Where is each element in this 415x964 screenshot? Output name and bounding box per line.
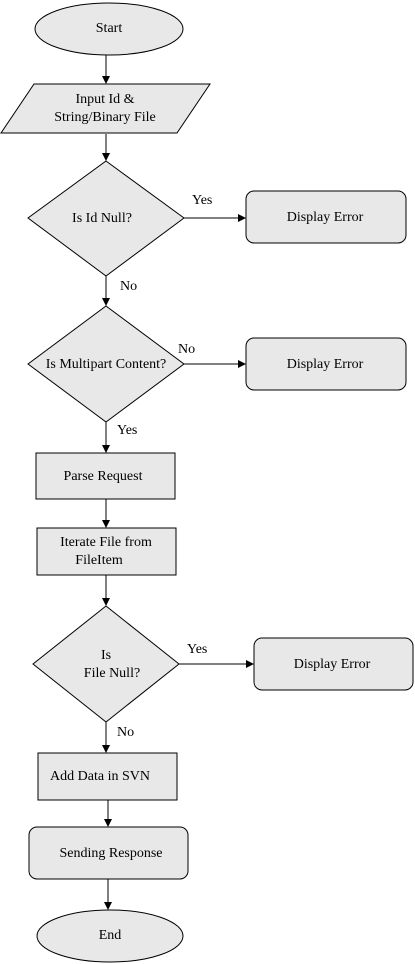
multipart-label: Is Multipart Content? <box>46 357 167 372</box>
multipart-decision: Is Multipart Content? <box>27 305 185 423</box>
arrowhead-idnull <box>102 153 110 161</box>
id-null-yes-label: Yes <box>192 193 212 208</box>
parse-request-node: Parse Request <box>35 452 176 500</box>
input-label-line1: Input Id & <box>75 92 134 107</box>
sending-response-node: Sending Response <box>28 826 189 880</box>
end-terminator-shape <box>36 909 184 963</box>
file-null-label-line1: Is <box>101 648 111 663</box>
file-null-no-label: No <box>117 725 134 740</box>
id-null-diamond-shape <box>27 160 185 277</box>
display-error-2-label: Display Error <box>287 357 364 372</box>
sending-response-box <box>28 826 189 880</box>
start-node: Start <box>34 2 184 56</box>
display-error-3-label: Display Error <box>294 657 371 672</box>
end-node: End <box>36 909 184 963</box>
arrowhead-multipart <box>102 298 110 306</box>
multipart-yes-label: Yes <box>117 423 137 438</box>
arrowhead-error-3 <box>246 660 254 668</box>
end-label: End <box>99 928 122 943</box>
connectors <box>102 55 254 910</box>
id-null-decision: Is Id Null? <box>27 160 185 277</box>
arrowhead-adddata <box>102 745 110 753</box>
arrowhead-parse <box>102 445 110 453</box>
parse-request-box <box>35 452 176 500</box>
add-data-node: Add Data in SVN <box>37 752 178 801</box>
display-error-3-box <box>253 637 414 691</box>
parse-request-label: Parse Request <box>64 469 143 484</box>
sending-response-label: Sending Response <box>59 846 162 861</box>
file-null-yes-label: Yes <box>187 642 207 657</box>
add-data-box <box>37 752 178 801</box>
id-null-no-label: No <box>120 279 137 294</box>
arrowhead-input <box>102 76 110 84</box>
iterate-label-line2: FileItem <box>75 553 123 568</box>
input-node: Input Id & String/Binary File <box>0 83 211 134</box>
iterate-label-line1: Iterate File from <box>60 535 152 550</box>
iterate-box <box>36 527 177 576</box>
start-terminator-shape <box>34 2 184 56</box>
id-null-label: Is Id Null? <box>72 211 132 226</box>
file-null-decision: Is File Null? <box>32 605 180 723</box>
input-parallelogram-shape <box>0 83 211 134</box>
arrowhead-response <box>104 819 112 827</box>
display-error-2-box <box>245 337 407 391</box>
input-label-line2: String/Binary File <box>54 110 156 125</box>
arrowhead-error-2 <box>238 360 246 368</box>
arrowhead-filenull <box>102 598 110 606</box>
arrowhead-end <box>104 902 112 910</box>
file-null-diamond-shape <box>32 605 180 723</box>
multipart-diamond-shape <box>27 305 185 423</box>
display-error-2: Display Error <box>245 337 407 391</box>
display-error-1: Display Error <box>245 190 407 244</box>
file-null-label-line2: File Null? <box>84 666 140 681</box>
arrowhead-error-1 <box>238 214 246 222</box>
display-error-1-label: Display Error <box>287 210 364 225</box>
start-label: Start <box>96 21 123 36</box>
arrowhead-iterate <box>102 520 110 528</box>
add-data-label: Add Data in SVN <box>50 769 150 784</box>
multipart-no-label: No <box>178 342 195 357</box>
display-error-3: Display Error <box>253 637 414 691</box>
iterate-node: Iterate File from FileItem <box>36 527 177 576</box>
display-error-1-box <box>245 190 407 244</box>
